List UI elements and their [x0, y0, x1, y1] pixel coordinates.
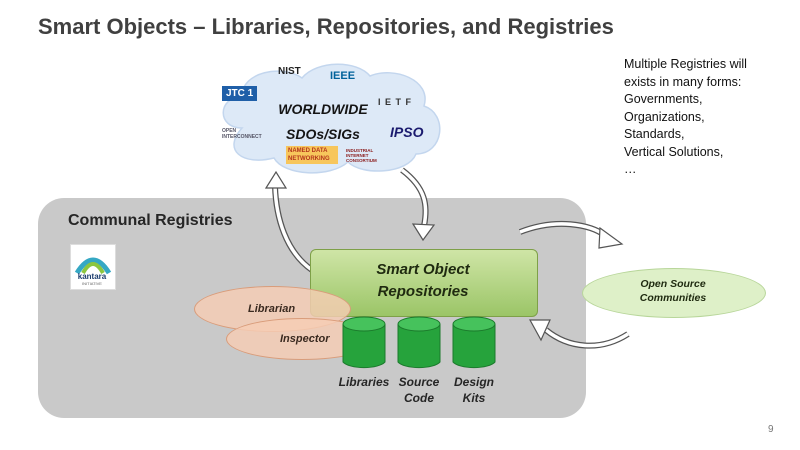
- page-number: 9: [768, 424, 774, 435]
- arrow-up-to-cloud-icon: [264, 170, 288, 189]
- kantara-logo: [70, 244, 116, 290]
- industrial-internet-logo: INDUSTRIAL INTERNET CONSORTIUM: [346, 148, 377, 163]
- open-source-communities-ellipse: [582, 268, 766, 318]
- jtc1-logo: JTC 1: [222, 86, 258, 101]
- arrow-out-to-registries-icon: [598, 226, 624, 249]
- open-source-communities-label: Open Source Communities: [639, 278, 707, 304]
- repositories-label-line2: Repositories: [377, 283, 469, 300]
- ieee-logo-text: IEEE: [330, 70, 356, 82]
- kantara-logo-text: kantara: [77, 272, 107, 281]
- repositories-label-line1: Smart Object: [376, 261, 470, 278]
- slide-title: Smart Objects – Libraries, Repositories,…: [38, 14, 614, 39]
- source-code-cylinder-icon: [397, 316, 441, 369]
- librarian-label: Librarian: [248, 303, 296, 315]
- communal-registries-label: Communal Registries: [68, 212, 233, 229]
- design-kits-label: Design Kits: [453, 375, 494, 405]
- kantara-arc-icon: [74, 257, 112, 275]
- open-interconnect-logo: OPEN INTERCONNECT: [222, 128, 262, 140]
- arrow-down-to-repositories-icon: [411, 223, 436, 242]
- source-code-label: Source Code: [398, 375, 440, 405]
- nist-logo: NIST: [278, 66, 301, 77]
- ipso-logo: IPSO: [390, 124, 424, 140]
- arrow-in-from-open-source-icon: [528, 319, 551, 342]
- registries-note: Multiple Registries will exists in many …: [624, 57, 747, 176]
- smart-object-repositories-label: Smart Object Repositories: [310, 259, 536, 303]
- inspector-label: Inspector: [280, 333, 330, 345]
- design-kits-cylinder-icon: [452, 316, 496, 369]
- repository-cylinders: [342, 316, 496, 369]
- worldwide-sdos-label: WORLDWIDE SDOs/SIGs: [278, 101, 368, 142]
- libraries-label: Libraries: [338, 375, 390, 389]
- named-data-networking-logo: NAMED DATA NETWORKING: [286, 146, 338, 164]
- libraries-cylinder-icon: [342, 316, 386, 369]
- ietf-logo: I E T F: [378, 97, 412, 107]
- sdo-cloud: [222, 63, 441, 174]
- ieee-logo: IEEE: [330, 66, 355, 84]
- kantara-logo-subtext: INITIATIVE: [82, 281, 102, 286]
